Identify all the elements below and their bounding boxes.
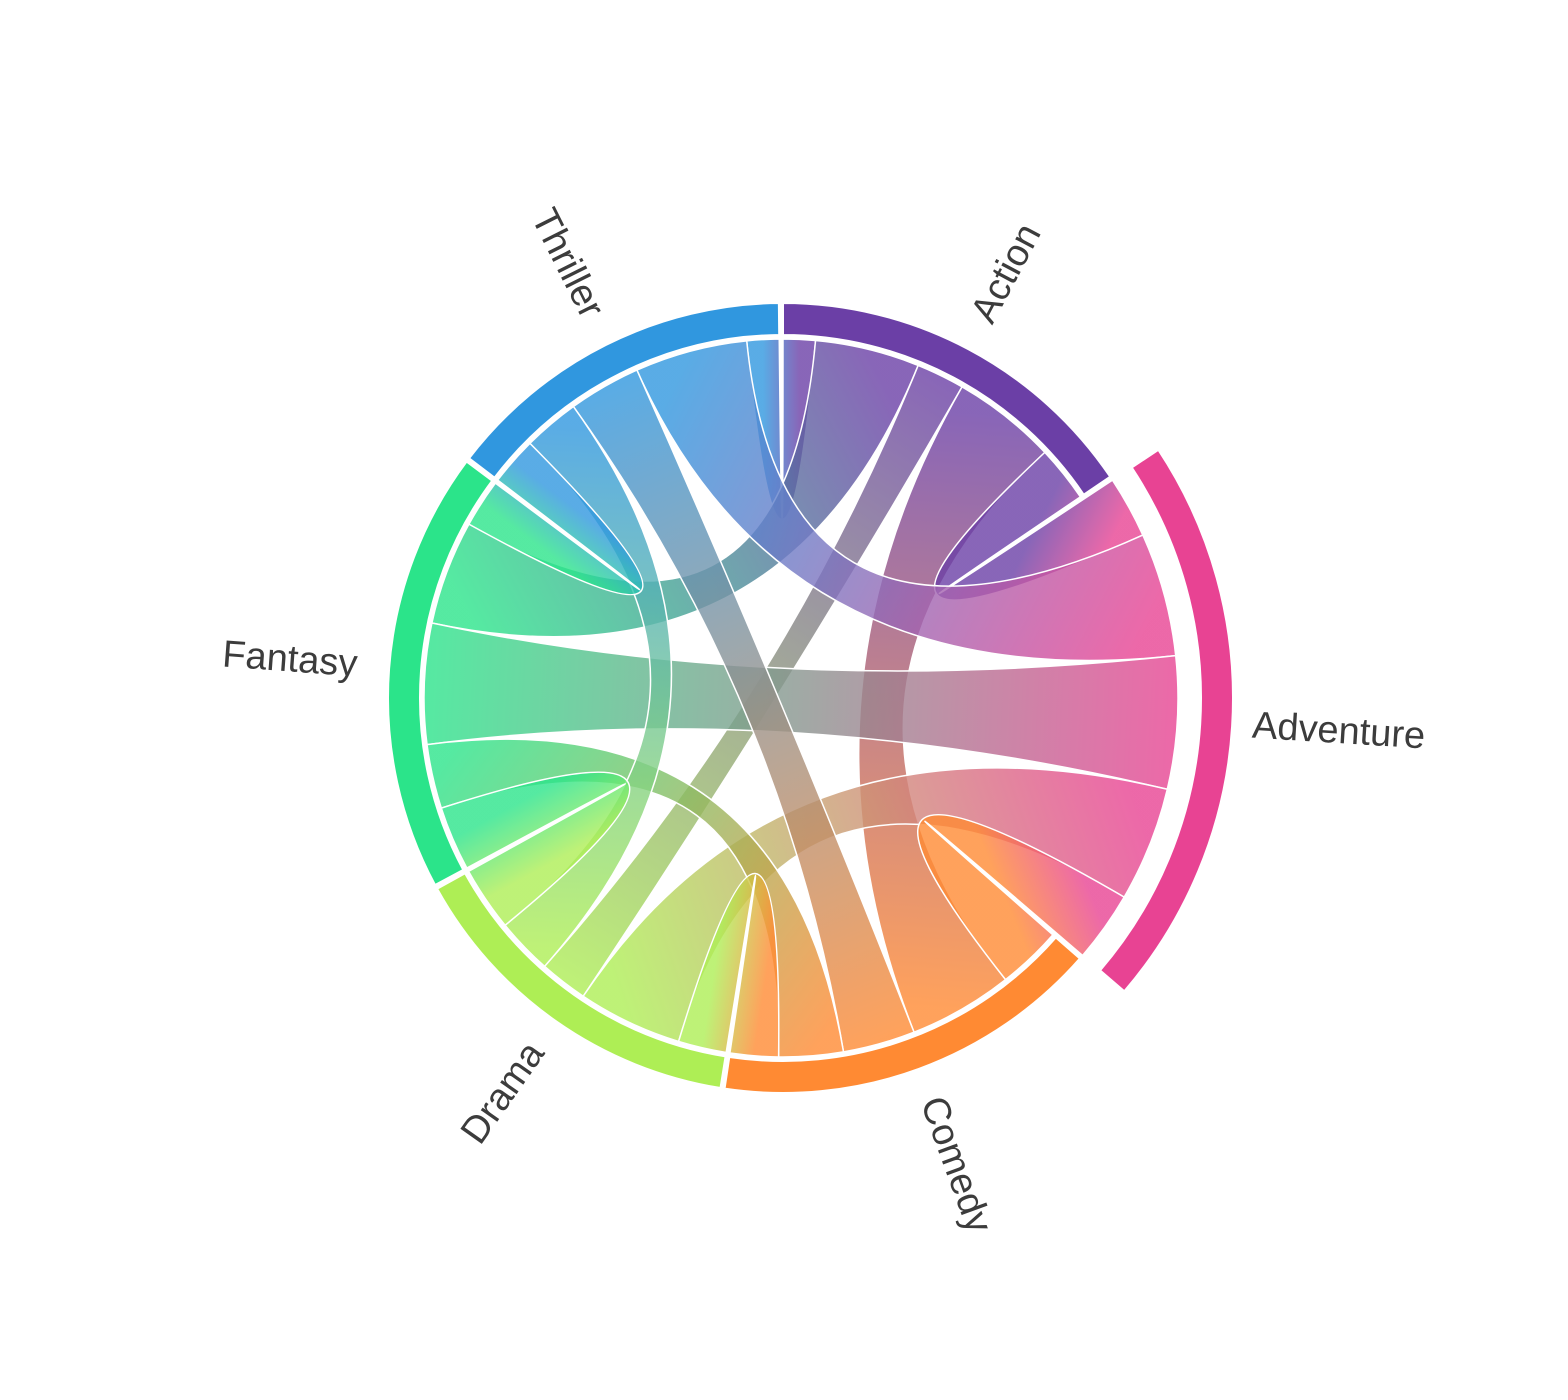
node-arc-drama[interactable] (435, 871, 727, 1090)
node-label-comedy: Comedy (912, 1091, 1000, 1238)
node-label-action: Action (963, 217, 1050, 330)
node-arc-adventure[interactable] (1098, 448, 1234, 993)
ribbon-comedy-drama[interactable] (677, 872, 780, 1058)
ribbon-adventure-comedy[interactable] (917, 813, 1126, 981)
ribbon-fantasy-thriller[interactable] (467, 442, 644, 596)
node-arc-action[interactable] (782, 301, 1112, 497)
node-arc-comedy[interactable] (723, 936, 1082, 1094)
node-label-thriller: Thriller (523, 202, 613, 325)
node-arc-fantasy[interactable] (387, 460, 494, 887)
ribbon-action-adventure[interactable] (933, 451, 1144, 601)
node-label-adventure: Adventure (1251, 705, 1427, 758)
chord-ribbons (423, 338, 1179, 1058)
node-label-drama: Drama (453, 1033, 553, 1151)
node-arc-thriller[interactable] (467, 302, 781, 480)
ribbon-drama-fantasy[interactable] (440, 771, 631, 927)
node-label-fantasy: Fantasy (221, 633, 359, 685)
node-arcs (387, 301, 1234, 1094)
